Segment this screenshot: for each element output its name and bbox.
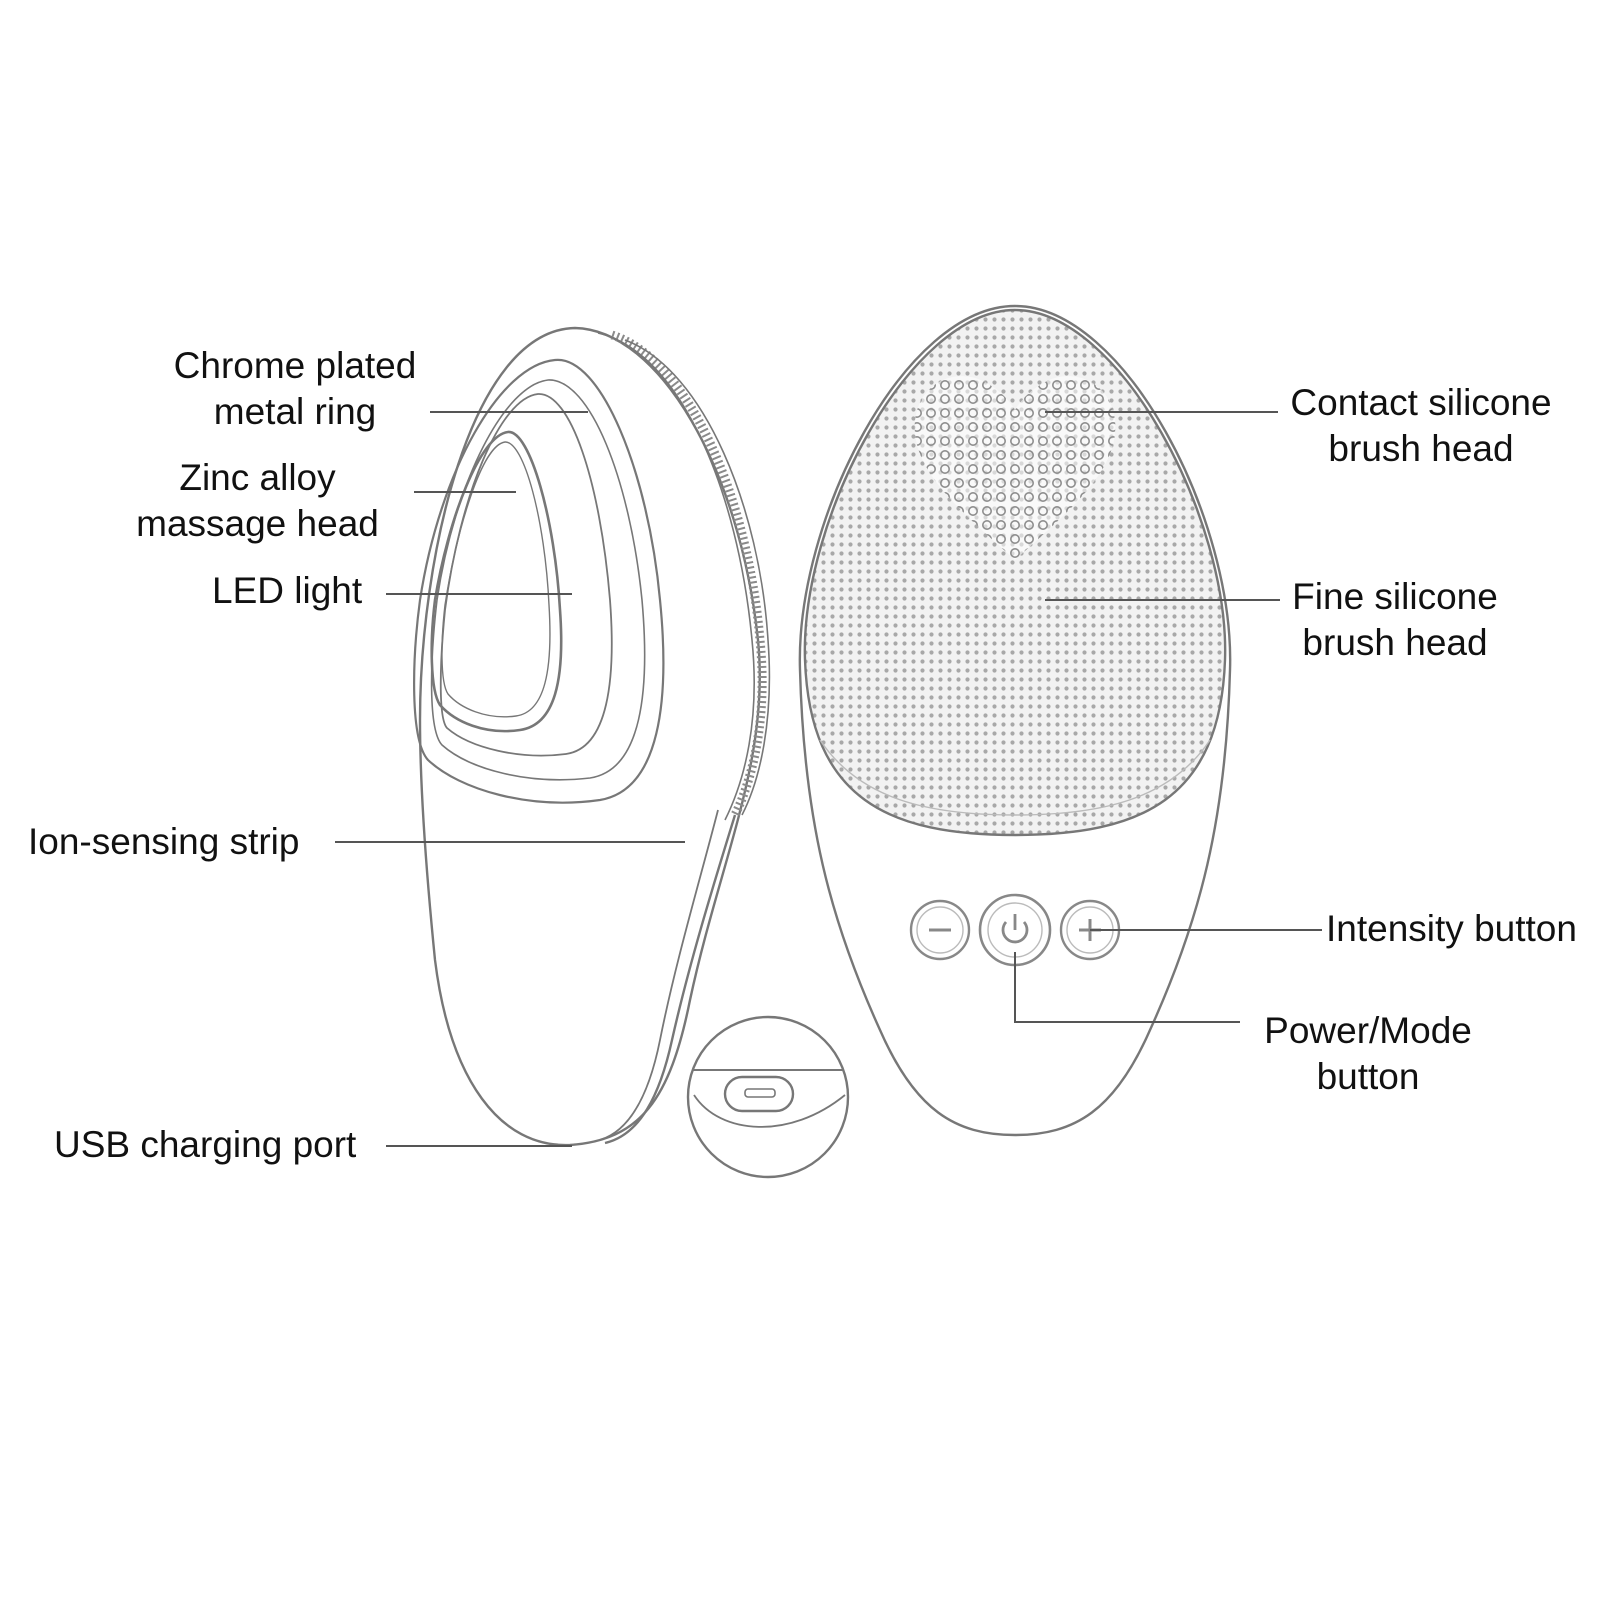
power-icon [1001, 914, 1029, 944]
label-power-mode-button: Power/Mode button [1264, 1010, 1472, 1097]
fine-silicone-brush-head [804, 310, 1226, 835]
zinc-massage-head [430, 430, 563, 733]
label-zinc-alloy-massage-head: Zinc alloy massage head [136, 457, 379, 544]
chrome-ring-outer [413, 358, 665, 804]
usb-port-inset [686, 1015, 850, 1179]
ridged-ring-edge [610, 330, 767, 817]
ion-sensing-strip [604, 814, 737, 1145]
label-ion-sensing-strip: Ion-sensing strip [28, 821, 300, 862]
usb-c-port-icon [723, 1075, 795, 1113]
label-intensity-button: Intensity button [1326, 908, 1577, 949]
usb-inset-circle [686, 1015, 850, 1179]
minus-button[interactable] [909, 899, 971, 961]
label-led-light: LED light [212, 570, 363, 611]
label-chrome-plated-metal-ring: Chrome plated metal ring [173, 345, 417, 432]
leader-power-mode [1014, 952, 1240, 1023]
side-view-device [413, 326, 771, 1147]
label-contact-silicone-brush-head: Contact silicone brush head [1290, 382, 1552, 469]
label-fine-silicone-brush-head: Fine silicone brush head [1292, 576, 1498, 663]
leader-lines [335, 411, 1322, 1147]
label-usb-charging-port: USB charging port [54, 1124, 357, 1165]
front-body-outline [798, 304, 1232, 1137]
